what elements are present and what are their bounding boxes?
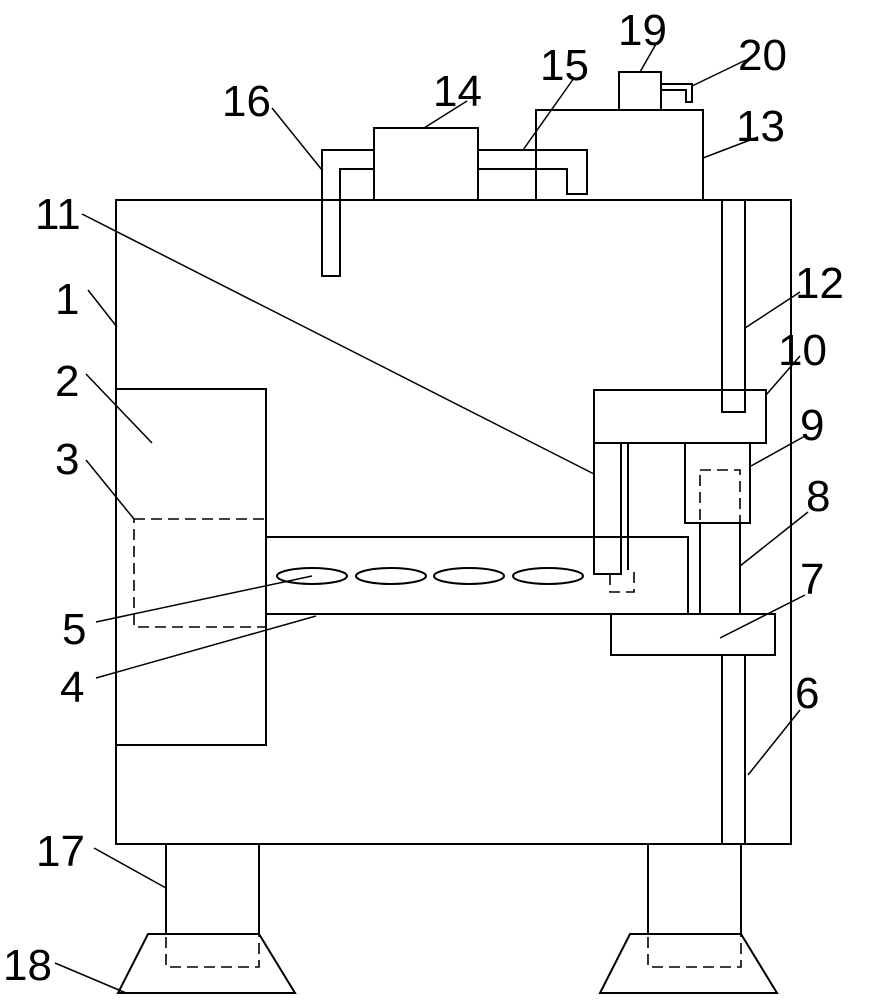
- leader-11: [81, 213, 595, 475]
- callout-15: 15: [540, 41, 589, 90]
- leader-15: [522, 77, 575, 151]
- leg-left: [165, 843, 260, 935]
- leader-3: [85, 459, 135, 520]
- screw-blade-1: [276, 567, 348, 585]
- upper-bracket: [593, 389, 767, 444]
- outlet-pipe: [478, 149, 588, 195]
- screw-blade-2: [355, 567, 427, 585]
- leader-9: [750, 435, 806, 467]
- lower-block: [610, 613, 776, 656]
- leader-6: [747, 709, 801, 776]
- foot-right-hidden: [647, 933, 742, 968]
- callout-numbers: 1 2 3 4 5 6 7 8 9 10 11 12 13 14 15 16 1…: [3, 6, 844, 990]
- callout-19: 19: [618, 6, 667, 55]
- leader-18: [54, 962, 127, 994]
- foot-right: [598, 933, 779, 994]
- callout-13: 13: [736, 102, 785, 151]
- rod-tip-hidden: [609, 570, 635, 593]
- channel-top: [266, 536, 689, 614]
- leg-right: [647, 843, 742, 935]
- inlet-pipe: [321, 149, 374, 277]
- leader-lines: [54, 43, 809, 994]
- callout-16: 16: [222, 77, 271, 126]
- callout-3: 3: [55, 435, 79, 484]
- callout-18: 18: [3, 941, 52, 990]
- leader-1: [87, 289, 118, 328]
- leader-12: [744, 291, 801, 329]
- callout-9: 9: [800, 401, 824, 450]
- callout-4: 4: [60, 663, 84, 712]
- callout-10: 10: [778, 326, 827, 375]
- callout-1: 1: [55, 275, 79, 324]
- motor-box: [618, 71, 662, 111]
- foot-left: [116, 933, 297, 994]
- leader-17: [93, 847, 167, 889]
- callout-2: 2: [55, 357, 79, 406]
- callout-17: 17: [36, 827, 85, 876]
- callout-6: 6: [795, 669, 819, 718]
- leader-10: [765, 355, 801, 396]
- leader-16: [271, 107, 323, 171]
- callout-7: 7: [800, 555, 824, 604]
- leader-7: [719, 594, 806, 639]
- leader-19: [639, 43, 657, 73]
- callout-20: 20: [738, 31, 787, 80]
- callout-12: 12: [795, 259, 844, 308]
- push-rod: [593, 442, 622, 575]
- top-right-box: [535, 109, 704, 200]
- leader-8: [739, 511, 809, 567]
- cylinder-piston-hidden: [699, 469, 741, 524]
- foot-left-hidden: [165, 933, 260, 968]
- leader-5: [95, 575, 313, 623]
- callout-5: 5: [62, 605, 86, 654]
- side-box: [115, 388, 267, 746]
- leader-14: [423, 100, 468, 129]
- callout-8: 8: [806, 472, 830, 521]
- callout-14: 14: [433, 67, 482, 116]
- top-middle-box: [373, 127, 479, 201]
- leader-4: [95, 615, 317, 679]
- leader-2: [85, 373, 153, 444]
- screw-blade-4: [512, 567, 584, 585]
- screw-blade-3: [433, 567, 505, 585]
- upper-rail: [721, 199, 746, 413]
- small-pipe: [661, 83, 693, 103]
- hidden-chamber: [133, 518, 267, 628]
- leader-20: [691, 59, 747, 87]
- callout-11: 11: [35, 190, 81, 239]
- leader-13: [702, 136, 759, 159]
